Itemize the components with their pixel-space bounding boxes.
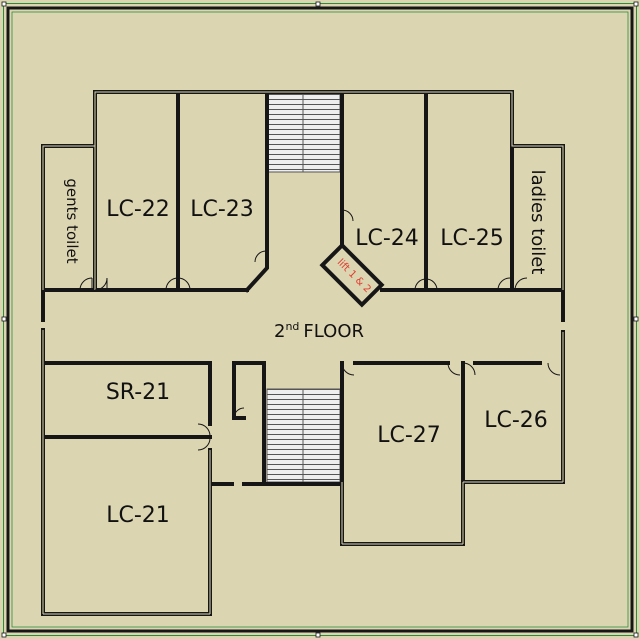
room-label-gents-toilet: gents toilet [63, 178, 81, 263]
room-label-lc26: LC-26 [484, 408, 548, 433]
room-label-lc23: LC-23 [190, 197, 254, 222]
room-label-ladies-toilet: ladies toilet [527, 170, 548, 275]
floor-label: 2nd FLOOR [274, 320, 364, 342]
door-swings [79, 209, 561, 451]
lift-shaft [319, 242, 385, 308]
floor-word: FLOOR [303, 321, 364, 342]
room-label-lc27: LC-27 [377, 423, 441, 448]
room-label-lc22: LC-22 [106, 197, 170, 222]
room-label-sr21: SR-21 [106, 380, 170, 405]
room-label-lc21: LC-21 [106, 503, 170, 528]
room-label-lc25: LC-25 [440, 226, 504, 251]
floor-ordinal-number: 2 [274, 321, 285, 342]
floor-ordinal-suffix: nd [285, 320, 299, 333]
room-label-lc24: LC-24 [355, 226, 419, 251]
wall-inner-lines [42, 91, 564, 615]
